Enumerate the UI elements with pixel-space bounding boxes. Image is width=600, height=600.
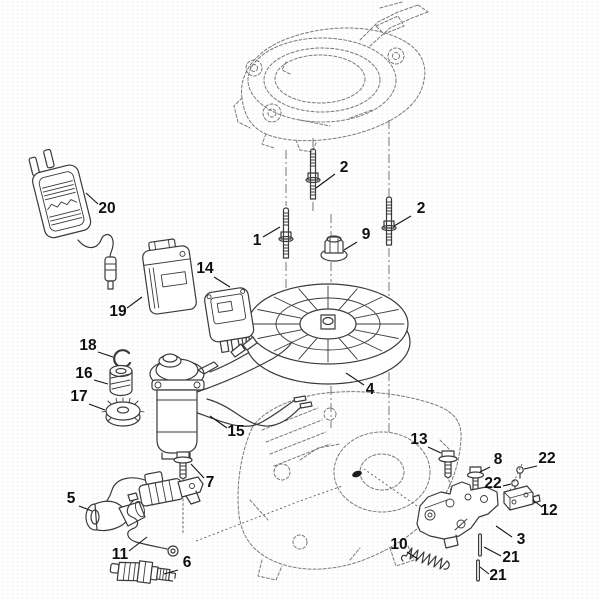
callout-7-12[interactable]: 7 (206, 474, 215, 491)
tension-spring (400, 547, 450, 570)
stud-2-right (381, 196, 397, 246)
leader-line-11 (128, 536, 148, 552)
leader-line-20 (85, 192, 99, 205)
starter-motor (149, 336, 313, 460)
leader-line-18 (97, 351, 114, 358)
callout-13-16[interactable]: 13 (410, 431, 428, 448)
starter-wire-long2 (206, 398, 302, 427)
leader-line-7 (190, 463, 205, 479)
leader-line-9 (343, 241, 358, 251)
callout-16-9[interactable]: 16 (75, 365, 93, 382)
projection-line-coil (195, 485, 343, 542)
leader-line-1 (262, 226, 281, 238)
engine-block-outline (237, 391, 462, 581)
leader-line-21 (483, 546, 502, 557)
leader-line-22 (523, 465, 538, 470)
callout-11-14[interactable]: 11 (112, 546, 129, 563)
helical-drive (109, 364, 133, 397)
leader-line-4 (345, 372, 365, 386)
callout-10-22[interactable]: 10 (390, 536, 407, 553)
pinion-gear (101, 397, 145, 427)
leader-line-10 (406, 551, 419, 560)
projection-line-bracket (363, 468, 418, 507)
callout-18-8[interactable]: 18 (79, 337, 97, 354)
callout-2-2[interactable]: 2 (417, 200, 426, 217)
stud-1 (278, 207, 294, 259)
kill-switch-wire (126, 492, 179, 557)
callout-14-6[interactable]: 14 (196, 260, 214, 277)
callout-21-23[interactable]: 21 (502, 549, 520, 566)
leader-line-17 (88, 403, 106, 411)
bolt-7 (173, 451, 193, 536)
pin-21-lower (476, 559, 481, 582)
pin-21-upper (478, 533, 483, 557)
leader-line-14 (213, 276, 231, 288)
mounting-bracket (416, 481, 499, 549)
leader-line-2 (315, 173, 336, 189)
leader-line-12 (532, 499, 543, 508)
leader-line-16 (93, 379, 109, 385)
starter-wire-upper2 (209, 352, 249, 373)
callout-9-3[interactable]: 9 (362, 226, 371, 243)
callout-6-15[interactable]: 6 (183, 554, 192, 571)
flange-nut (320, 235, 348, 262)
callout-5-13[interactable]: 5 (67, 490, 76, 507)
callout-1-1[interactable]: 1 (253, 232, 262, 249)
leader-line-8 (479, 466, 491, 473)
callout-20-5[interactable]: 20 (98, 200, 115, 217)
bolt-13 (438, 450, 458, 506)
control-module (204, 287, 255, 354)
stud-2-left (305, 148, 321, 200)
leader-line-3 (495, 525, 513, 538)
engine-cover-outline (233, 27, 426, 153)
crankshaft-key (352, 470, 362, 478)
leader-line-5 (78, 505, 93, 512)
cover-handle-bracket (359, 1, 429, 47)
switch-module (503, 485, 541, 511)
callout-17-10[interactable]: 17 (70, 388, 87, 405)
screw-22-upper (516, 466, 524, 479)
callout-22-18[interactable]: 22 (538, 450, 555, 467)
leader-line-22 (502, 483, 512, 487)
callout-2-0[interactable]: 2 (340, 159, 349, 176)
leader-line-19 (126, 296, 143, 309)
leader-line-15 (209, 415, 228, 429)
callout-21-24[interactable]: 21 (489, 567, 507, 584)
leader-line-13 (427, 446, 442, 454)
battery-pack (142, 238, 197, 315)
callout-19-7[interactable]: 19 (109, 303, 127, 320)
starter-wire-upper (196, 341, 293, 393)
callout-4-4[interactable]: 4 (366, 381, 375, 398)
callout-15-11[interactable]: 15 (227, 423, 245, 440)
leader-line-6 (163, 569, 179, 575)
callout-22-19[interactable]: 22 (484, 475, 501, 492)
starter-wire-long (194, 400, 295, 427)
battery-charger (28, 148, 117, 290)
flywheel (245, 283, 411, 385)
callout-8-17[interactable]: 8 (494, 451, 503, 468)
spark-plug (109, 560, 177, 584)
snap-ring (113, 349, 132, 369)
leader-line-21 (479, 566, 490, 575)
callout-3-21[interactable]: 3 (517, 531, 526, 548)
callout-12-20[interactable]: 12 (540, 502, 557, 519)
leader-line-2 (393, 215, 412, 227)
